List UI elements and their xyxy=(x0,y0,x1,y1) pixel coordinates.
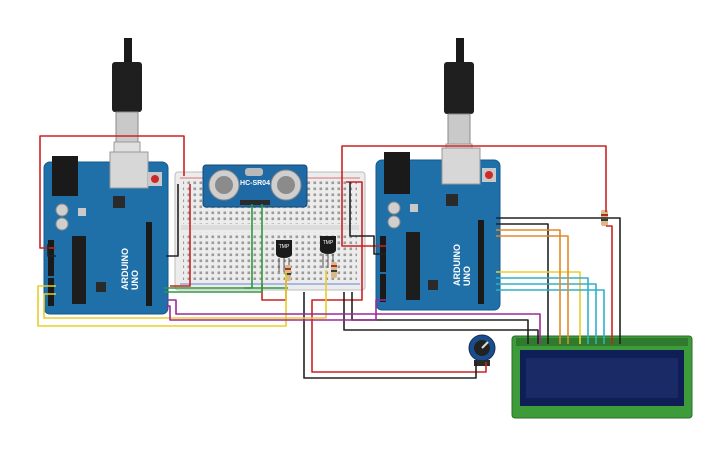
temperature-sensor-1[interactable]: TMP xyxy=(276,240,292,272)
ultrasonic-sensor[interactable]: HC-SR04 xyxy=(202,164,308,208)
arduino-brand-label: ARDUINO xyxy=(120,248,130,290)
lcd-16x2[interactable] xyxy=(511,335,693,419)
arduino-model-label: UNO xyxy=(462,266,472,286)
arduino-logo-icon: ARDUINO UNO xyxy=(120,248,140,290)
lcd-display-icon xyxy=(511,335,693,419)
arduino-logo-icon: ARDUINO UNO xyxy=(452,244,472,286)
temperature-sensor-2-label: TMP xyxy=(323,240,334,246)
temperature-sensor-1-label: TMP xyxy=(279,244,290,250)
wires xyxy=(37,135,621,379)
potentiometer[interactable] xyxy=(468,334,496,366)
temperature-sensor-2[interactable]: TMP xyxy=(320,236,336,268)
arduino-uno-left[interactable]: ARDUINO UNO xyxy=(43,151,169,315)
arduino-model-label: UNO xyxy=(130,270,140,290)
arduino-brand-label: ARDUINO xyxy=(452,244,462,286)
resistor-2[interactable] xyxy=(331,262,337,278)
potentiometer-icon xyxy=(468,334,496,366)
arduino-uno-right[interactable]: ARDUINO UNO xyxy=(375,147,501,311)
ultrasonic-label: HC-SR04 xyxy=(240,180,270,187)
